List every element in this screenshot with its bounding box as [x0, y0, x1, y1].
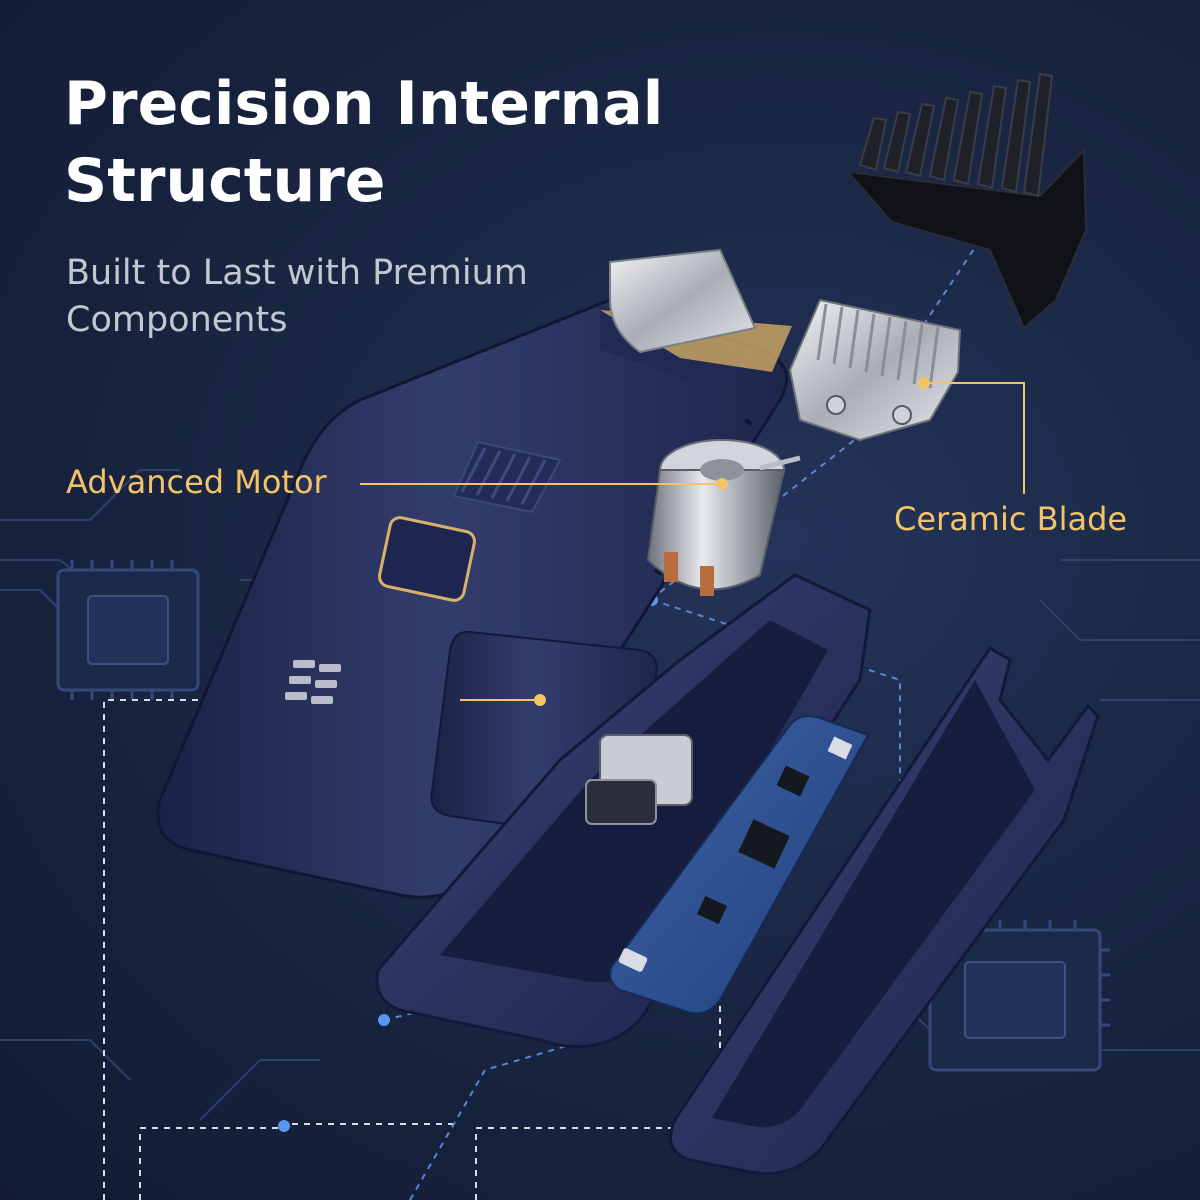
subheadline-line-1: Built to Last with Premium: [66, 253, 528, 293]
circuit-background: [0, 469, 1200, 1121]
advanced-motor-label: Advanced Motor: [66, 463, 327, 501]
inner-frame: [375, 573, 872, 1049]
guard-comb: [845, 72, 1088, 330]
headline: Precision Internal Structure: [64, 66, 663, 220]
circuit-board: [609, 715, 870, 1015]
outer-shell: [668, 645, 1100, 1176]
motor-callout-dot: [716, 478, 728, 490]
motor: [646, 439, 801, 596]
blade-callout-dot: [918, 377, 930, 389]
subheadline: Built to Last with Premium Components: [66, 250, 528, 345]
power-button: [378, 516, 476, 602]
headline-line-1: Precision Internal: [64, 69, 664, 139]
callout-lines: [360, 382, 1025, 701]
chip-right: [928, 920, 1110, 1072]
subheadline-line-2: Components: [66, 300, 288, 341]
ceramic-blade-label: Ceramic Blade: [894, 500, 1128, 538]
battery-callout-dot: [534, 694, 546, 706]
blade-callout-line: [928, 382, 1025, 494]
trimmer-body: [156, 248, 792, 899]
headline-line-2: Structure: [64, 145, 386, 216]
led-indicators: [285, 660, 341, 704]
ceramic-blade: [788, 298, 962, 442]
chip-left: [56, 560, 200, 700]
